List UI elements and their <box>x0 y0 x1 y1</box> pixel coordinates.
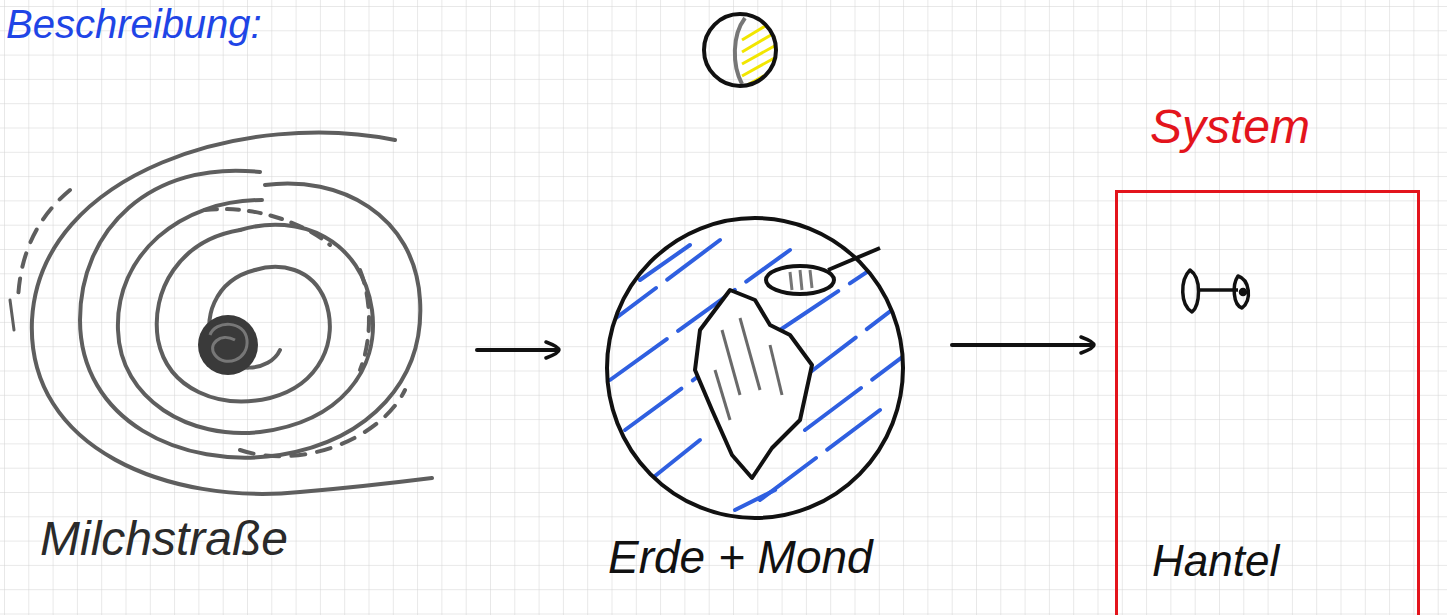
galaxy-spiral <box>10 133 432 494</box>
system-heading: System <box>1150 101 1310 154</box>
dumbbell-drawing <box>1183 270 1249 312</box>
galaxy-label: Milchstraße <box>40 513 288 566</box>
moon-drawing <box>704 14 778 88</box>
sketch-title: Beschreibung: <box>6 2 262 47</box>
connector-arrow <box>952 343 1093 347</box>
object-label: Hantel <box>1152 537 1279 585</box>
galaxy-node: Milchstraße <box>0 120 455 610</box>
earth-moon-label: Erde + Mond <box>608 532 873 583</box>
connector-arrow <box>477 348 558 352</box>
earth-drawing <box>600 218 905 518</box>
galaxy-core <box>198 315 258 375</box>
system-box: SystemHantel <box>1115 190 1420 615</box>
earth-moon-node: Erde + Mond <box>580 205 930 610</box>
